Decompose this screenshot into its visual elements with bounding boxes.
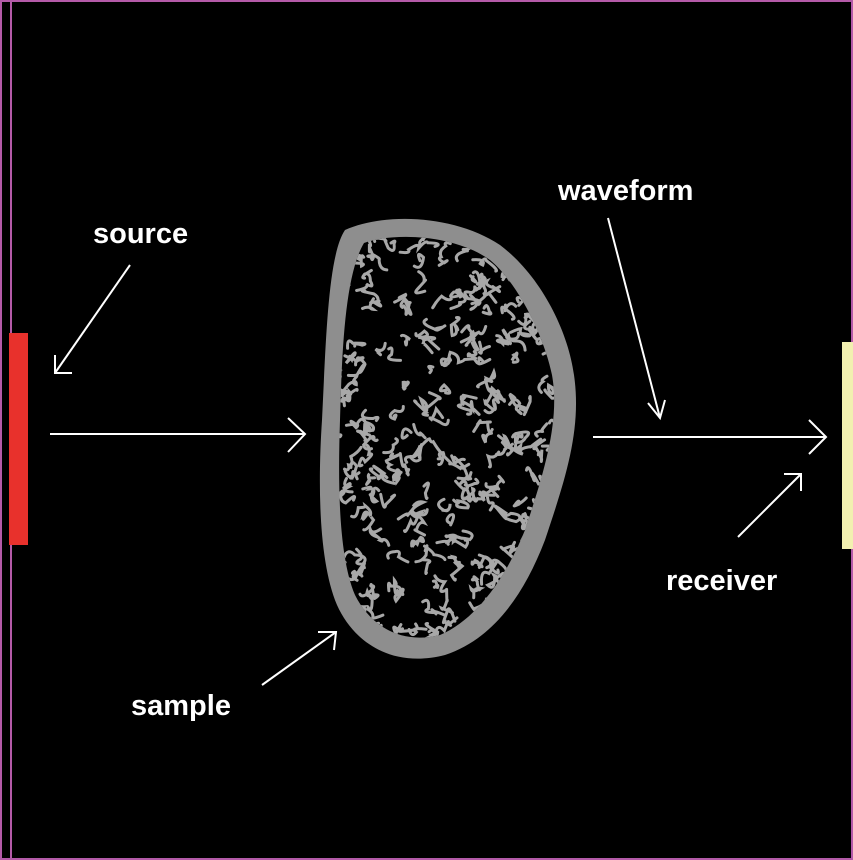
- source-label: source: [93, 218, 188, 250]
- trabecular-strut: [429, 366, 433, 372]
- source-emitter: [9, 333, 28, 545]
- receiver-label: receiver: [666, 565, 777, 597]
- receiver-panel: [842, 342, 853, 549]
- waveform-label: waveform: [557, 175, 693, 207]
- trabecular-strut: [512, 353, 518, 362]
- sample-label: sample: [131, 690, 231, 722]
